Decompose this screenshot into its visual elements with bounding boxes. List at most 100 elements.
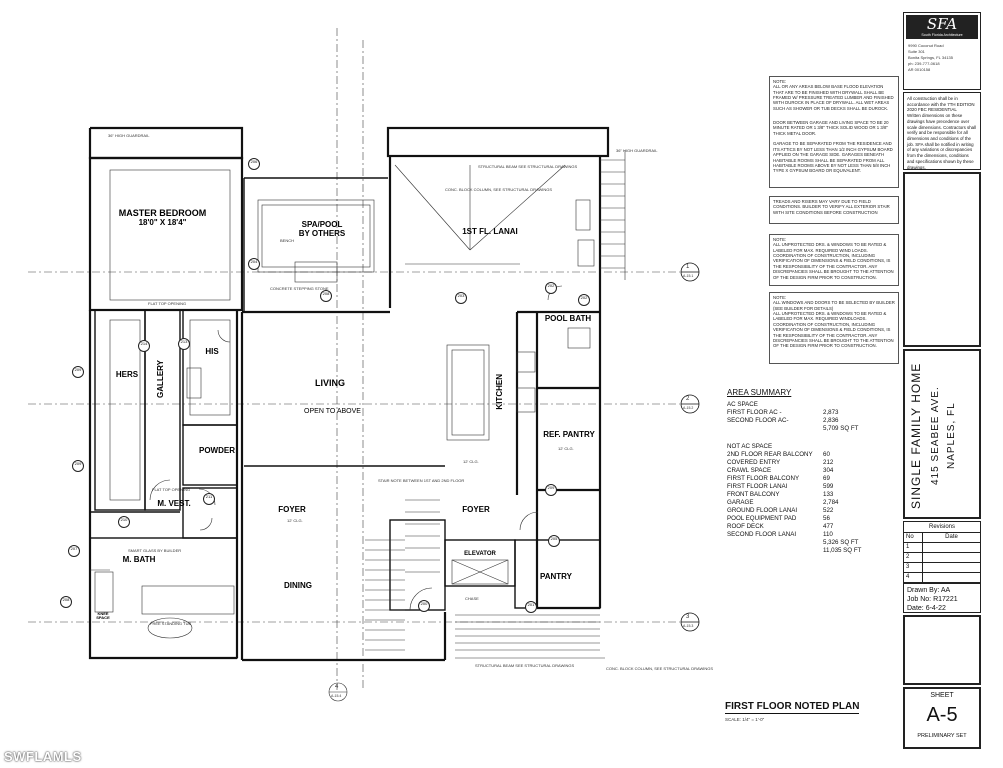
room-elevator: ELEVATOR	[464, 551, 496, 557]
revision-row: 1	[904, 543, 980, 553]
grid-marker-2-ref: A-15.2	[683, 406, 694, 410]
not-ac-space-header: NOT AC SPACE	[727, 443, 773, 450]
ac-row: FIRST FLOOR AC -2,873	[727, 409, 877, 417]
note-ceiling-foyer: 12' CLG.	[287, 518, 303, 523]
grid-marker-2: 2	[686, 396, 690, 402]
note-free-standing: FREE STANDING TUB	[150, 621, 192, 626]
sheet-block: SHEET A-5 PRELIMINARY SET	[903, 687, 981, 749]
ac-total-row: 5,709 SQ FT	[727, 425, 877, 433]
not-ac-row: GARAGE 2,784	[727, 499, 877, 507]
firm-address-line: ph: 239-777-0618	[908, 61, 940, 66]
revision-row-no: 3	[904, 563, 923, 572]
revision-row: 3	[904, 563, 980, 573]
note-flat-top-opening-2: FLAT TOP OPENING	[152, 487, 191, 492]
date-value: 6-4-22	[925, 605, 946, 612]
room-dining: DINING	[284, 581, 312, 590]
grid-marker-3-ref: A-15.3	[683, 624, 694, 628]
note-ceiling-pantry: 12' CLG.	[558, 446, 574, 451]
not-ac-row-label: SECOND FLOOR LANAI	[727, 531, 797, 538]
room-lanai: 1ST FL. LANAI	[462, 227, 518, 236]
revision-row-no: 1	[904, 543, 923, 552]
not-ac-row-label: CRAWL SPACE	[727, 467, 772, 474]
note-smart-glass: SMART GLASS BY BUILDER	[128, 548, 182, 553]
note-conc-block-2: CONC. BLOCK COLUMN, SEE STRUCTURAL DRAWI…	[606, 666, 714, 671]
revisions-block: Revisions No Date 1 2 3 4	[903, 521, 981, 583]
door-tag: 202	[545, 282, 557, 294]
door-tag: 208	[60, 596, 72, 608]
room-hers: HERS	[115, 370, 139, 379]
sheet-set: PRELIMINARY SET	[917, 733, 967, 739]
revision-row-no: 2	[904, 553, 923, 562]
note-guardrail-top: 36" HIGH GUARDRAIL	[108, 133, 150, 138]
room-gallery: GALLERY	[156, 360, 165, 398]
door-tag: 204	[248, 258, 260, 270]
firm-name: South Florida Architecture	[921, 33, 963, 37]
door-tag: 207	[68, 545, 80, 557]
note-bench: BENCH	[280, 238, 295, 243]
ac-space-header: AC SPACE	[727, 401, 758, 408]
grand-total: 11,035 SQ FT	[823, 547, 862, 554]
room-pantry: PANTRY	[540, 572, 572, 581]
not-ac-row-label: COVERED ENTRY	[727, 459, 781, 466]
code-note-block: All construction shall be in accordance …	[903, 92, 981, 170]
firm-logo: SFA South Florida Architecture	[906, 15, 978, 39]
not-ac-row-value: 304	[823, 467, 834, 474]
door-tag: 210	[118, 516, 130, 528]
door-tag: 202	[578, 294, 590, 306]
door-tag: 205	[548, 535, 560, 547]
note-concrete-steps: CONCRETE STEPPING STONE	[270, 286, 329, 291]
note-chase: CHASE	[465, 596, 479, 601]
not-ac-row-value: 477	[823, 523, 834, 530]
not-ac-total: 5,326 SQ FT	[823, 539, 859, 546]
not-ac-row: CRAWL SPACE 304	[727, 467, 877, 475]
ac-row-label: FIRST FLOOR AC -	[727, 409, 782, 416]
door-tag: 206	[248, 158, 260, 170]
room-foyer-left: FOYER	[278, 505, 306, 514]
door-tag: 208	[320, 290, 332, 302]
room-living: LIVING	[314, 378, 345, 388]
job-no: Job No: R17221	[907, 595, 977, 604]
door-tag: 203	[455, 292, 467, 304]
room-m-bath: M. BATH	[122, 555, 156, 564]
not-ac-row-label: GARAGE	[727, 499, 754, 506]
project-title-vertical: SINGLE FAMILY HOME	[909, 357, 923, 515]
ac-row: SECOND FLOOR AC-2,836	[727, 417, 877, 425]
revision-row-no: 4	[904, 573, 923, 582]
revision-row: 4	[904, 573, 980, 582]
plan-title: FIRST FLOOR NOTED PLAN	[725, 701, 860, 714]
not-ac-row-value: 2,784	[823, 499, 839, 506]
project-address-vertical: 415 SEABEE AVE.	[929, 361, 942, 511]
grid-marker-4-ref: A-15.4	[331, 694, 342, 698]
note-guardrail-right: 36" HIGH GUARDRAIL	[616, 148, 658, 153]
note-conc-block: CONC. BLOCK COLUMN, SEE STRUCTURAL DRAWI…	[445, 187, 553, 192]
ac-total: 5,709 SQ FT	[823, 425, 859, 432]
grid-marker-3: 3	[686, 614, 690, 620]
not-ac-row-value: 69	[823, 475, 830, 482]
note-flat-top-opening: FLAT TOP OPENING	[148, 301, 187, 306]
not-ac-row-value: 56	[823, 515, 830, 522]
room-pool-bath: POOL BATH	[544, 314, 592, 323]
ac-row-label: SECOND FLOOR AC-	[727, 417, 789, 424]
door-tag: 209	[72, 460, 84, 472]
firm-address-line: AR 0010158	[908, 67, 931, 72]
room-his: HIS	[205, 347, 219, 356]
sheet-label: SHEET	[930, 692, 954, 699]
note-box-treads: TREADS AND RISERS MAY VARY DUE TO FIELD …	[769, 196, 899, 224]
job-no-value: R17221	[933, 596, 958, 603]
revisions-col-date: Date	[945, 534, 958, 540]
room-master-bedroom-size: 18'0" X 18'4"	[138, 218, 187, 227]
note-structural-beam-1: STRUCTURAL BEAM SEE STRUCTURAL DRAWINGS	[478, 164, 578, 169]
not-ac-row-value: 133	[823, 491, 834, 498]
project-title-block: SINGLE FAMILY HOME 415 SEABEE AVE. NAPLE…	[903, 349, 981, 519]
door-tag: 211	[203, 493, 215, 505]
revisions-col-no: No	[904, 533, 923, 542]
date: Date: 6-4-22	[907, 604, 977, 613]
grid-marker-4: 4	[335, 684, 339, 690]
